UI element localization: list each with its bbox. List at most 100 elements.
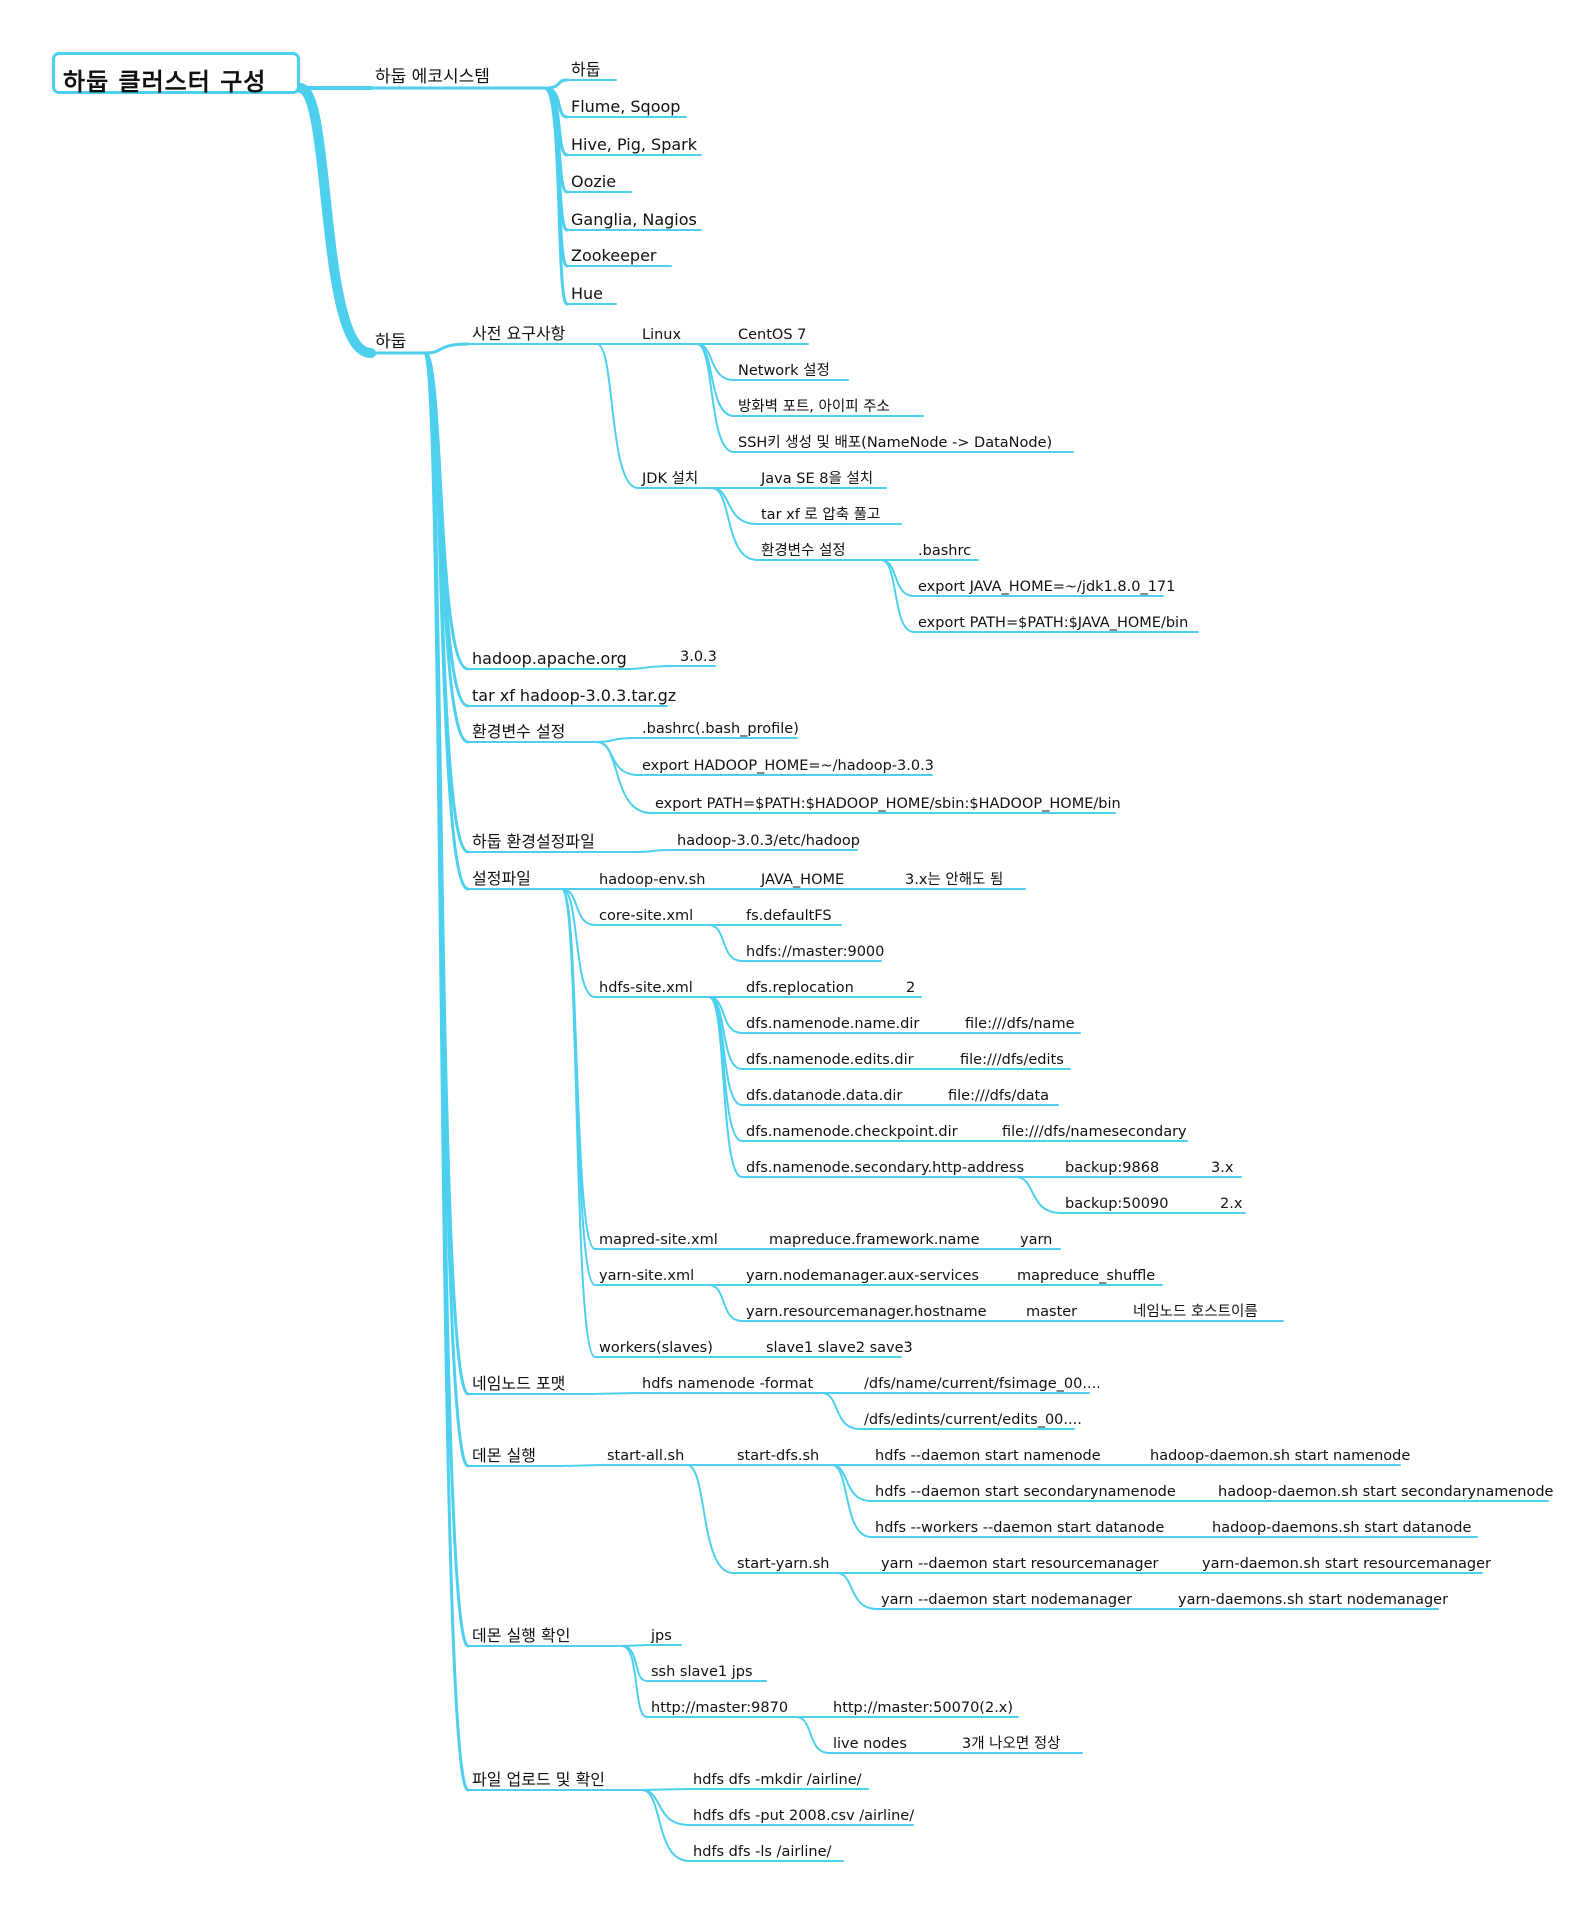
topic-snnstart[interactable]: hdfs --daemon start secondarynamenode [875,1484,1176,1500]
topic-datadirval[interactable]: file:///dfs/data [948,1088,1050,1104]
topic-confdirpath[interactable]: hadoop-3.0.3/etc/hadoop [677,833,860,849]
topic-dnstartold[interactable]: hadoop-daemons.sh start datanode [1212,1520,1472,1536]
topic-sshjps[interactable]: ssh slave1 jps [651,1664,753,1680]
topic-tarxf[interactable]: tar xf 로 압축 풀고 [761,507,881,523]
topic-daemon[interactable]: 데몬 실행 [472,1446,536,1465]
topic-centos[interactable]: CentOS 7 [738,327,807,343]
topic-confdir[interactable]: 하둡 환경설정파일 [472,832,595,851]
topic-jdkbashrc[interactable]: .bashrc [918,543,972,559]
topic-rmstartold[interactable]: yarn-daemon.sh start resourcemanager [1202,1556,1492,1572]
topic-bashprofile[interactable]: .bashrc(.bash_profile) [642,721,799,737]
topic-ckptdir[interactable]: dfs.namenode.checkpoint.dir [746,1124,958,1140]
topic-javapath[interactable]: export PATH=$PATH:$JAVA_HOME/bin [918,615,1189,631]
topic-linux[interactable]: Linux [642,327,682,343]
topic-backup9868[interactable]: backup:9868 [1065,1160,1160,1176]
topic-editsdir[interactable]: dfs.namenode.edits.dir [746,1052,914,1068]
topic-repval[interactable]: 2 [906,980,916,996]
topic-v2x[interactable]: 2.x [1220,1196,1243,1212]
topic-javahome[interactable]: export JAVA_HOME=~/jdk1.8.0_171 [918,579,1176,595]
branch-formatcmd [591,1392,639,1395]
topic-namedirval[interactable]: file:///dfs/name [965,1016,1075,1032]
topic-nnhostname[interactable]: 네임노드 호스트이름 [1133,1304,1258,1320]
topic-secaddr[interactable]: dfs.namenode.secondary.http-address [746,1160,1025,1176]
topic-hdfsmaster[interactable]: hdfs://master:9000 [746,944,885,960]
topic-v3x[interactable]: 3.x [1211,1160,1234,1176]
topic-nnstart[interactable]: hdfs --daemon start namenode [875,1448,1101,1464]
topic-hdfssite[interactable]: hdfs-site.xml [599,980,693,996]
topic-jps[interactable]: jps [651,1628,672,1644]
topic-nmstartold[interactable]: yarn-daemons.sh start nodemanager [1178,1592,1449,1608]
topic-format[interactable]: 네임노드 포맷 [472,1374,566,1393]
topic-shuffle[interactable]: mapreduce_shuffle [1017,1268,1156,1284]
topic-nmstart[interactable]: yarn --daemon start nodemanager [881,1592,1132,1608]
topic-eco-oozie[interactable]: Oozie [571,172,617,191]
topic-conffile[interactable]: 설정파일 [472,869,531,888]
topic-fsimage[interactable]: /dfs/name/current/fsimage_00.... [864,1376,1101,1392]
topic-masterval[interactable]: master [1026,1304,1078,1320]
topic-yarnval[interactable]: yarn [1020,1232,1053,1248]
topic-eco-hive[interactable]: Hive, Pig, Spark [571,135,697,154]
topic-hadooppath[interactable]: export PATH=$PATH:$HADOOP_HOME/sbin:$HAD… [655,796,1121,812]
topic-apache[interactable]: hadoop.apache.org [472,649,627,668]
topic-nnstartold[interactable]: hadoop-daemon.sh start namenode [1150,1448,1411,1464]
topic-defaultfs[interactable]: fs.defaultFS [746,908,832,924]
topic-namedir[interactable]: dfs.namenode.name.dir [746,1016,920,1032]
topic-prereq[interactable]: 사전 요구사항 [472,324,566,343]
topic-snnstartold[interactable]: hadoop-daemon.sh start secondarynamenode [1218,1484,1554,1500]
topic-eco[interactable]: 하둡 에코시스템 [375,67,490,87]
topic-ls[interactable]: hdfs dfs -ls /airline/ [693,1844,832,1860]
topic-slaves[interactable]: slave1 slave2 save3 [766,1340,913,1356]
topic-startyarn[interactable]: start-yarn.sh [737,1556,830,1572]
topic-eco-flume[interactable]: Flume, Sqoop [571,97,681,116]
topic-dnstart[interactable]: hdfs --workers --daemon start datanode [875,1520,1165,1536]
topic-eco-hue[interactable]: Hue [571,284,604,303]
topic-eco-ganglia[interactable]: Ganglia, Nagios [571,210,697,229]
topic-envset[interactable]: 환경변수 설정 [472,722,566,741]
topic-hadoopenv[interactable]: hadoop-env.sh [599,872,706,888]
topic-web50070[interactable]: http://master:50070(2.x) [833,1700,1014,1716]
topic-replication[interactable]: dfs.replocation [746,980,854,996]
topic-tarhadoop[interactable]: tar xf hadoop-3.0.3.tar.gz [472,686,677,705]
topic-jdk[interactable]: JDK 설치 [642,471,699,487]
topic-ver[interactable]: 3.0.3 [680,649,717,665]
topic-javase[interactable]: Java SE 8을 설치 [761,471,874,487]
topic-startall[interactable]: start-all.sh [607,1448,685,1464]
topic-javahomeenv[interactable]: JAVA_HOME [761,872,845,888]
topic-editsdirval[interactable]: file:///dfs/edits [960,1052,1064,1068]
branch-bashprofile [596,737,639,743]
topic-datadir[interactable]: dfs.datanode.data.dir [746,1088,903,1104]
topic-threeok[interactable]: 3개 나오면 정상 [962,1736,1061,1752]
topic-put[interactable]: hdfs dfs -put 2008.csv /airline/ [693,1808,915,1824]
topic-mrfw[interactable]: mapreduce.framework.name [769,1232,980,1248]
topic-workers[interactable]: workers(slaves) [599,1340,713,1356]
topic-rmstart[interactable]: yarn --daemon start resourcemanager [881,1556,1159,1572]
topic-rmhost[interactable]: yarn.resourcemanager.hostname [746,1304,987,1320]
topic-hadoophome[interactable]: export HADOOP_HOME=~/hadoop-3.0.3 [642,758,934,774]
topic-edits[interactable]: /dfs/edints/current/edits_00.... [864,1412,1082,1428]
topic-mapredsite[interactable]: mapred-site.xml [599,1232,718,1248]
topic-coresite[interactable]: core-site.xml [599,908,694,924]
topic-hadoop[interactable]: 하둡 [375,332,407,352]
topic-jdkenv[interactable]: 환경변수 설정 [761,543,846,559]
topic-mkdir[interactable]: hdfs dfs -mkdir /airline/ [693,1772,862,1788]
topic-backup50090[interactable]: backup:50090 [1065,1196,1169,1212]
topic-eco-hadoop[interactable]: 하둡 [571,60,601,79]
topic-startdfs[interactable]: start-dfs.sh [737,1448,820,1464]
topic-check[interactable]: 데몬 실행 확인 [472,1626,571,1645]
topic-web9870[interactable]: http://master:9870 [651,1700,789,1716]
topic-formatcmd[interactable]: hdfs namenode -format [642,1376,814,1392]
topic-yarnsite[interactable]: yarn-site.xml [599,1268,695,1284]
branch-backup50090 [1015,1176,1062,1214]
root-node-box[interactable] [52,52,300,94]
topic-eco-zookeeper[interactable]: Zookeeper [571,246,657,265]
topic-no3x[interactable]: 3.x는 안해도 됨 [905,872,1004,888]
topic-network[interactable]: Network 설정 [738,363,830,379]
topic-ckptdirval[interactable]: file:///dfs/namesecondary [1002,1124,1187,1140]
branch-hadoophome [596,741,639,776]
topic-livenodes[interactable]: live nodes [833,1736,907,1752]
topic-upload[interactable]: 파일 업로드 및 확인 [472,1770,606,1789]
topic-ssh[interactable]: SSH키 생성 및 배포(NameNode -> DataNode) [738,435,1053,451]
topic-auxsvc[interactable]: yarn.nodemanager.aux-services [746,1268,979,1284]
topic-firewall[interactable]: 방화벽 포트, 아이피 주소 [738,399,890,415]
